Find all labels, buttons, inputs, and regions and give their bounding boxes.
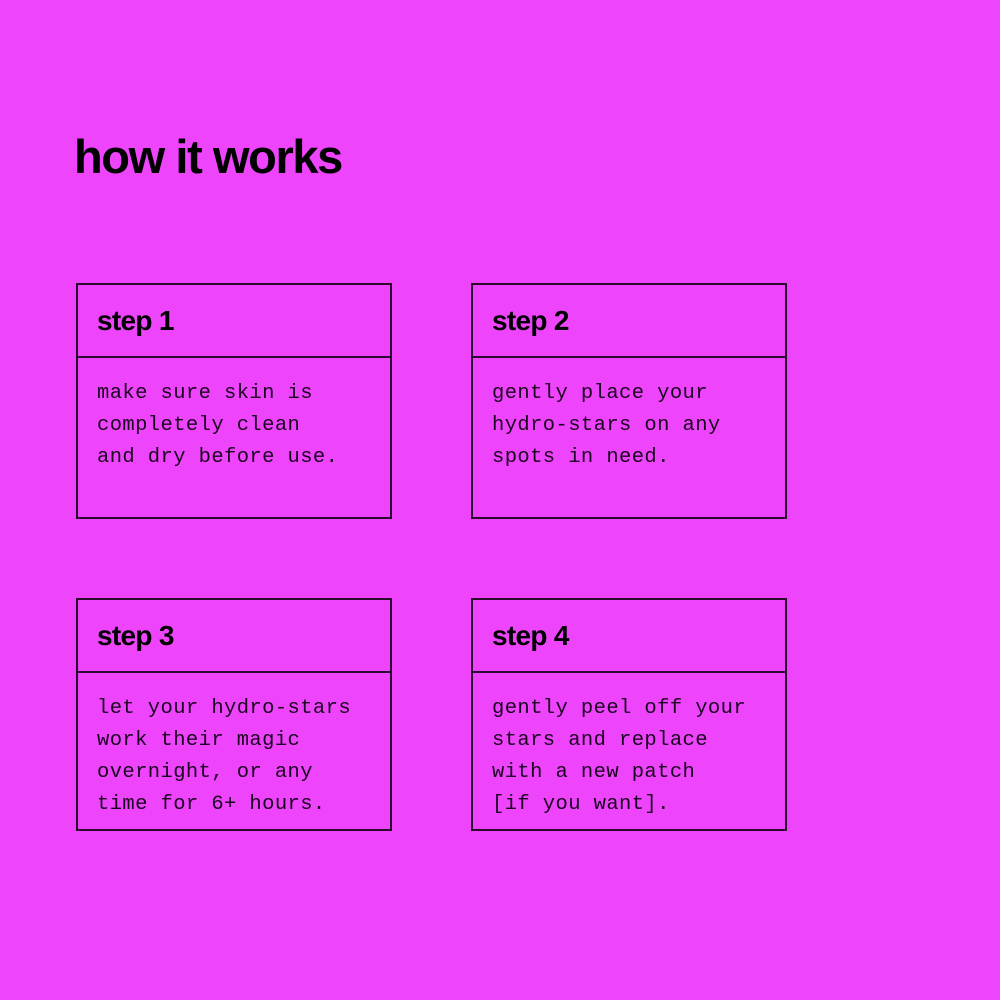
step-card-header-1: step 1: [78, 285, 390, 358]
step-card-text-1: make sure skin is completely clean and d…: [97, 382, 339, 469]
page-title: how it works: [74, 130, 343, 184]
step-card-1: step 1 make sure skin is completely clea…: [76, 283, 392, 519]
steps-grid: step 1 make sure skin is completely clea…: [76, 283, 787, 831]
step-card-4: step 4 gently peel off your stars and re…: [471, 598, 787, 831]
step-card-body-3: let your hydro-stars work their magic ov…: [78, 673, 390, 829]
step-card-text-3: let your hydro-stars work their magic ov…: [97, 697, 352, 816]
step-card-title-4: step 4: [492, 619, 569, 651]
step-card-text-2: gently place your hydro-stars on any spo…: [492, 382, 721, 469]
step-card-title-1: step 1: [97, 304, 174, 336]
step-card-header-2: step 2: [473, 285, 785, 358]
step-card-3: step 3 let your hydro-stars work their m…: [76, 598, 392, 831]
step-card-body-2: gently place your hydro-stars on any spo…: [473, 358, 785, 517]
step-card-body-4: gently peel off your stars and replace w…: [473, 673, 785, 829]
step-card-text-4: gently peel off your stars and replace w…: [492, 697, 747, 816]
step-card-header-4: step 4: [473, 600, 785, 673]
step-card-2: step 2 gently place your hydro-stars on …: [471, 283, 787, 519]
step-card-title-2: step 2: [492, 304, 569, 336]
step-card-title-3: step 3: [97, 619, 174, 651]
step-card-body-1: make sure skin is completely clean and d…: [78, 358, 390, 517]
step-card-header-3: step 3: [78, 600, 390, 673]
